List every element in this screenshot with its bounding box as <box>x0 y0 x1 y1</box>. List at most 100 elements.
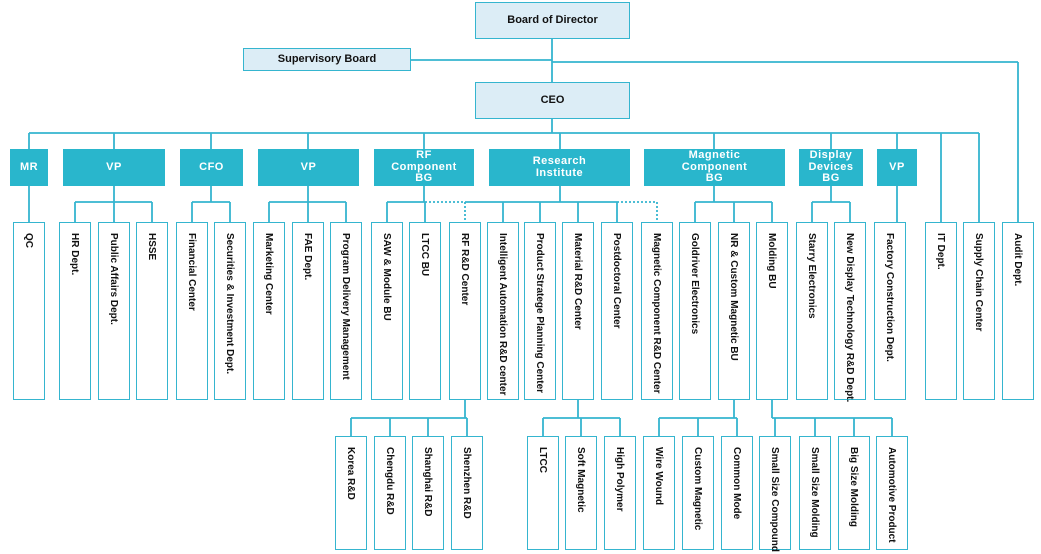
sub-department-label: LTCC <box>537 447 548 473</box>
sub-custom-magnetic: Custom Magnetic <box>682 436 714 550</box>
supervisory-board-label: Supervisory Board <box>277 52 377 65</box>
group-research-institute: Research Institute <box>489 149 630 186</box>
group-display-devices-bg: Display Devices BG <box>799 149 863 186</box>
department-label: Securities & Investment Dept. <box>224 233 235 375</box>
department-label: Postdoctoral Center <box>611 233 622 329</box>
board-of-director-box: Board of Director <box>475 2 630 39</box>
group-label: VP <box>300 160 317 173</box>
sub-chengdu-rd: Chengdu R&D <box>374 436 406 550</box>
department-label: Financial Center <box>186 233 197 311</box>
sub-soft-magnetic: Soft Magnetic <box>565 436 597 550</box>
sub-department-label: Common Mode <box>731 447 742 520</box>
sub-department-label: Custom Magnetic <box>692 447 703 531</box>
group-mr: MR <box>10 149 48 186</box>
sub-common-mode: Common Mode <box>721 436 753 550</box>
sub-department-label: Korea R&D <box>345 447 356 500</box>
supervisory-board-box: Supervisory Board <box>243 48 411 71</box>
sub-high-polymer: High Polymer <box>604 436 636 550</box>
department-label: SAW & Module BU <box>381 233 392 321</box>
department-label: QC <box>23 233 34 248</box>
dept-goldriver: Goldriver Electronics <box>679 222 711 400</box>
group-vp-factory: VP <box>877 149 917 186</box>
sub-department-label: High Polymer <box>614 447 625 512</box>
dept-saw-module-bu: SAW & Module BU <box>371 222 403 400</box>
group-rf-component-bg: RF Component BG <box>374 149 474 186</box>
ceo-box: CEO <box>475 82 630 119</box>
dept-starry: Starry Electronics <box>796 222 828 400</box>
department-label: FAE Dept. <box>302 233 313 281</box>
group-label: VP <box>106 160 122 173</box>
sub-wire-wound: Wire Wound <box>643 436 675 550</box>
sub-department-label: Small Size Compound <box>769 447 780 553</box>
group-label: RF Component BG <box>391 149 457 185</box>
group-cfo: CFO <box>180 149 243 186</box>
dept-marketing-center: Marketing Center <box>253 222 285 400</box>
ceo-label: CEO <box>540 93 565 106</box>
department-label: Molding BU <box>766 233 777 289</box>
sub-korea-rd: Korea R&D <box>335 436 367 550</box>
sub-department-label: Wire Wound <box>653 447 664 506</box>
dept-material-rd: Material R&D Center <box>562 222 594 400</box>
dept-securities-investment: Securities & Investment Dept. <box>214 222 246 400</box>
department-label: Product Stratege Planning Center <box>534 233 545 394</box>
group-vp-marketing: VP <box>258 149 359 186</box>
dept-audit: Audit Dept. <box>1002 222 1034 400</box>
department-label: IT Dept. <box>935 233 946 270</box>
dept-product-stratege: Product Stratege Planning Center <box>524 222 556 400</box>
department-label: Supply Chain Center <box>973 233 984 332</box>
dept-supply-chain: Supply Chain Center <box>963 222 995 400</box>
sub-automotive-product: Automotive Product <box>876 436 908 550</box>
department-label: New Display Technology R&D Dept. <box>844 233 855 403</box>
group-label: VP <box>889 160 905 173</box>
department-label: Marketing Center <box>263 233 274 315</box>
sub-department-label: Big Size Molding <box>848 447 859 527</box>
dept-factory-construction: Factory Construction Dept. <box>874 222 906 400</box>
group-label: Display Devices BG <box>808 149 854 185</box>
dept-postdoctoral: Postdoctoral Center <box>601 222 633 400</box>
dept-ltcc-bu: LTCC BU <box>409 222 441 400</box>
dept-magnetic-component-rd: Magnetic Component R&D Center <box>641 222 673 400</box>
department-label: Starry Electronics <box>806 233 817 319</box>
dept-program-delivery: Program Delivery Management <box>330 222 362 400</box>
sub-shenzhen-rd: Shenzhen R&D <box>451 436 483 550</box>
department-label: Magnetic Component R&D Center <box>651 233 662 394</box>
sub-shanghai-rd: Shanghai R&D <box>412 436 444 550</box>
sub-department-label: Soft Magnetic <box>575 447 586 513</box>
dept-molding-bu: Molding BU <box>756 222 788 400</box>
department-label: Audit Dept. <box>1012 233 1023 287</box>
department-label: HSSE <box>146 233 157 261</box>
dept-hsse: HSSE <box>136 222 168 400</box>
department-label: Material R&D Center <box>572 233 583 330</box>
dept-financial-center: Financial Center <box>176 222 208 400</box>
dept-new-display-technology: New Display Technology R&D Dept. <box>834 222 866 403</box>
dept-intelligent-automation: Intelligent Automation R&D center <box>487 222 519 400</box>
sub-department-label: Shenzhen R&D <box>461 447 472 519</box>
dept-rf-rd-center: RF R&D Center <box>449 222 481 400</box>
sub-ltcc: LTCC <box>527 436 559 550</box>
department-label: Program Delivery Management <box>340 233 351 380</box>
sub-big-size-molding: Big Size Molding <box>838 436 870 550</box>
department-label: Public Affairs Dept. <box>108 233 119 325</box>
department-label: RF R&D Center <box>459 233 470 306</box>
department-label: NR & Custom Magnetic BU <box>728 233 739 361</box>
group-label: Research Institute <box>532 154 587 179</box>
dept-public-affairs: Public Affairs Dept. <box>98 222 130 400</box>
department-label: LTCC BU <box>419 233 430 277</box>
dept-qc: QC <box>13 222 45 400</box>
group-label: CFO <box>199 160 224 173</box>
dept-fae: FAE Dept. <box>292 222 324 400</box>
sub-department-label: Automotive Product <box>886 447 897 543</box>
group-magnetic-component-bg: Magnetic Component BG <box>644 149 785 186</box>
dept-hr: HR Dept. <box>59 222 91 400</box>
department-label: HR Dept. <box>69 233 80 276</box>
sub-department-label: Small Size Molding <box>809 447 820 538</box>
dept-nr-custom-magnetic: NR & Custom Magnetic BU <box>718 222 750 400</box>
group-label: MR <box>19 160 39 173</box>
dept-it: IT Dept. <box>925 222 957 400</box>
group-label: Magnetic Component BG <box>681 149 748 185</box>
department-label: Goldriver Electronics <box>689 233 700 335</box>
department-label: Factory Construction Dept. <box>884 233 895 362</box>
sub-small-size-molding: Small Size Molding <box>799 436 831 550</box>
